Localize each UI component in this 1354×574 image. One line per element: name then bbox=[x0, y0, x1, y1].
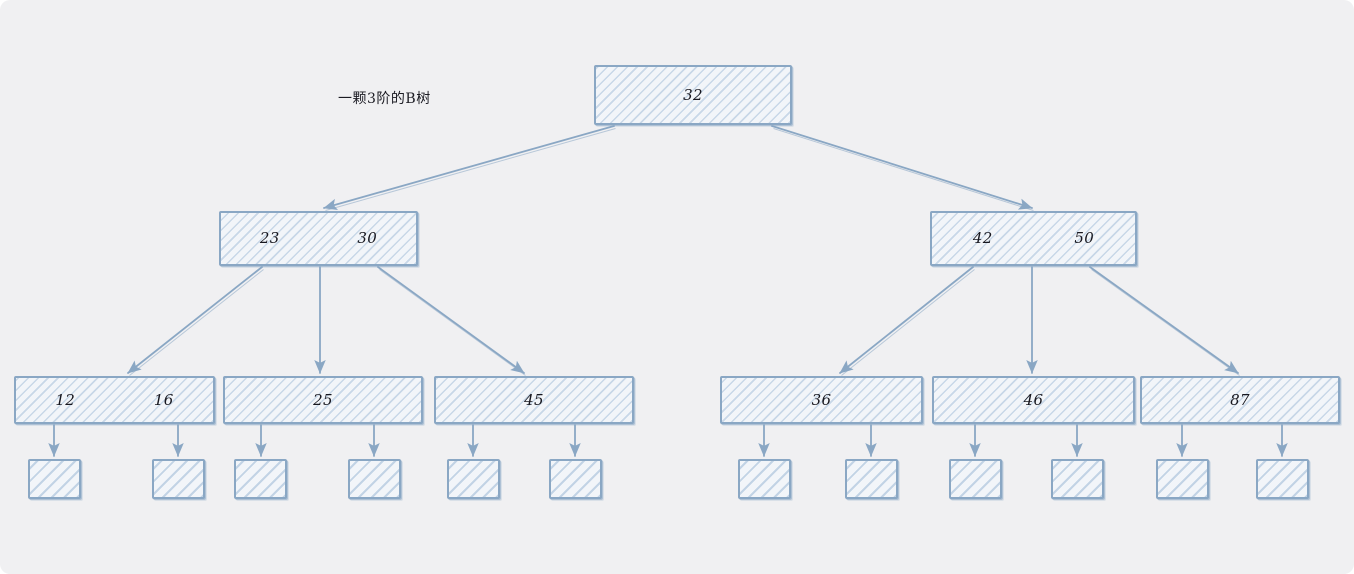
tree-edge-sketch-stroke bbox=[129, 269, 264, 376]
btree-terminal-box-6[interactable] bbox=[549, 459, 602, 499]
diagram-caption: 一颗3阶的B树 bbox=[338, 91, 431, 107]
btree-internal-node-1[interactable]: 23 30 bbox=[219, 211, 418, 266]
btree-root-node[interactable]: 32 bbox=[594, 65, 792, 125]
tree-edge bbox=[323, 125, 615, 211]
btree-leaf-node-1[interactable]: 12 16 bbox=[14, 376, 215, 424]
node-key: 12 bbox=[55, 390, 76, 409]
node-key-list: 12 16 bbox=[16, 378, 213, 422]
tree-edge bbox=[127, 266, 263, 374]
tree-edge bbox=[377, 266, 525, 374]
btree-leaf-node-6[interactable]: 87 bbox=[1140, 376, 1340, 424]
tree-edge bbox=[1089, 266, 1239, 374]
btree-terminal-box-12[interactable] bbox=[1256, 459, 1309, 499]
btree-terminal-box-1[interactable] bbox=[28, 459, 81, 499]
node-key-list: 32 bbox=[596, 67, 790, 123]
node-key: 50 bbox=[1074, 229, 1095, 247]
tree-edge-sketch-stroke bbox=[325, 128, 616, 211]
node-key: 87 bbox=[1230, 390, 1250, 409]
btree-terminal-box-8[interactable] bbox=[845, 459, 898, 499]
btree-internal-node-2[interactable]: 42 50 bbox=[930, 211, 1137, 266]
node-key: 42 bbox=[972, 229, 993, 247]
node-key: 16 bbox=[153, 390, 174, 409]
tree-edge-sketch-stroke bbox=[379, 269, 526, 376]
btree-terminal-box-10[interactable] bbox=[1051, 459, 1104, 499]
btree-terminal-box-4[interactable] bbox=[348, 459, 401, 499]
node-key: 25 bbox=[313, 390, 333, 409]
node-key-list: 46 bbox=[934, 378, 1133, 422]
node-key-list: 25 bbox=[225, 378, 421, 422]
btree-leaf-node-4[interactable]: 36 bbox=[720, 376, 923, 424]
node-key-list: 23 30 bbox=[221, 213, 416, 264]
node-key: 32 bbox=[683, 85, 703, 104]
node-key: 23 bbox=[259, 229, 280, 247]
btree-leaf-node-3[interactable]: 45 bbox=[434, 376, 634, 424]
tree-edge-sketch-stroke bbox=[1091, 269, 1240, 376]
btree-terminal-box-11[interactable] bbox=[1156, 459, 1209, 499]
node-key-list: 87 bbox=[1142, 378, 1338, 422]
btree-leaf-node-2[interactable]: 25 bbox=[223, 376, 423, 424]
node-key: 36 bbox=[811, 390, 832, 409]
node-key-list: 36 bbox=[722, 378, 921, 422]
btree-terminal-box-3[interactable] bbox=[234, 459, 287, 499]
tree-edge bbox=[839, 266, 974, 374]
node-key: 45 bbox=[524, 390, 544, 409]
node-key-list: 42 50 bbox=[932, 213, 1135, 264]
btree-leaf-node-5[interactable]: 46 bbox=[932, 376, 1135, 424]
node-key: 46 bbox=[1023, 390, 1044, 409]
node-key: 30 bbox=[357, 229, 378, 247]
tree-edge bbox=[771, 125, 1033, 210]
btree-terminal-box-2[interactable] bbox=[152, 459, 205, 499]
btree-terminal-box-7[interactable] bbox=[738, 459, 791, 499]
tree-edge-sketch-stroke bbox=[773, 128, 1034, 211]
node-key-list: 45 bbox=[436, 378, 632, 422]
btree-terminal-box-5[interactable] bbox=[447, 459, 500, 499]
tree-edge-sketch-stroke bbox=[841, 269, 975, 376]
btree-terminal-box-9[interactable] bbox=[949, 459, 1002, 499]
